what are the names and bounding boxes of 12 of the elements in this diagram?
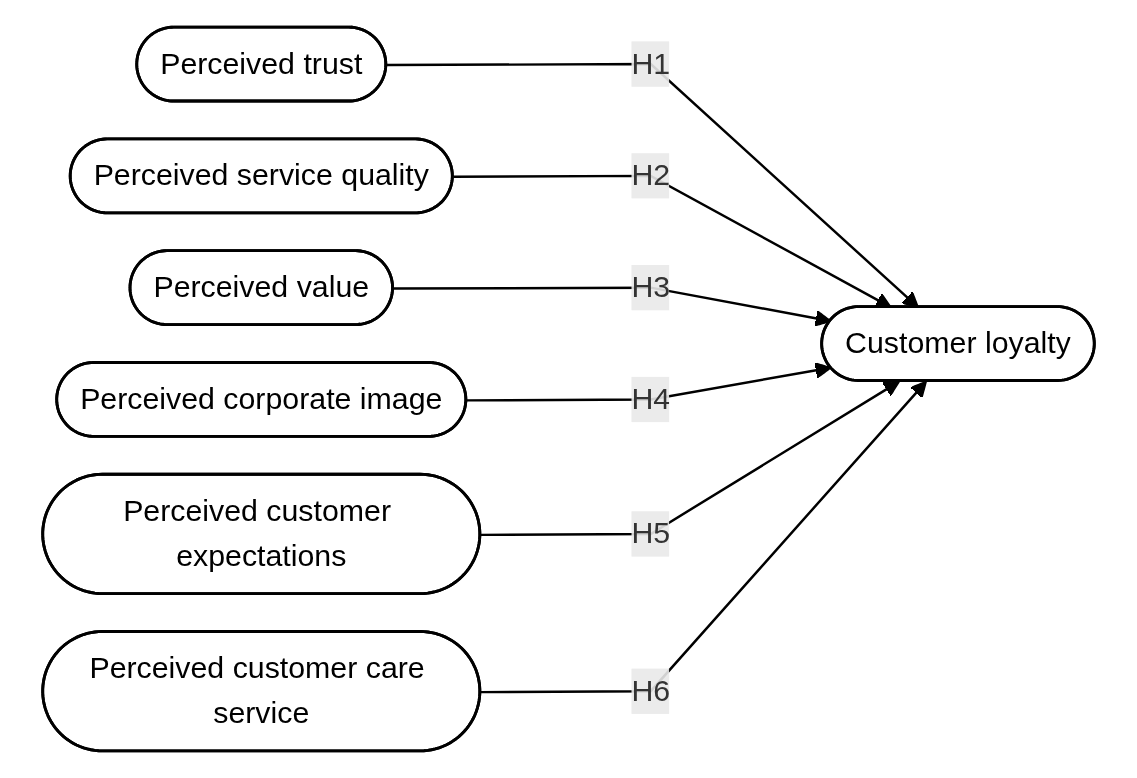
edge-label: H1 xyxy=(631,47,671,80)
arrow xyxy=(386,62,920,309)
edge-label: H3 xyxy=(631,270,671,303)
arrow xyxy=(466,362,832,402)
edge-label: H4 xyxy=(631,382,671,415)
arrow xyxy=(393,286,832,327)
arrow xyxy=(480,380,928,694)
arrow xyxy=(453,174,892,309)
arrow xyxy=(480,380,901,537)
edge-label: H5 xyxy=(631,516,671,550)
edge-label: H6 xyxy=(631,674,671,707)
edge-label: H2 xyxy=(631,158,671,192)
